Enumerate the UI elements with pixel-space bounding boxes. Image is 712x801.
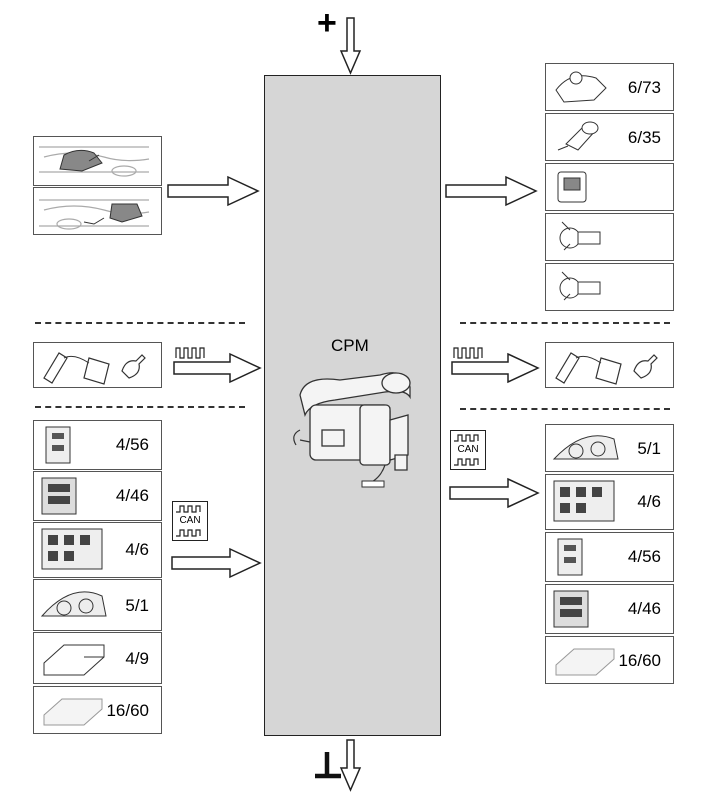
can-label: CAN [179,515,201,526]
temperature-sensor-icon [43,352,146,385]
cpm-block [264,75,441,736]
control-module-icon [41,477,77,515]
module-label: 4/6 [125,540,149,559]
separator-left-2 [35,406,245,408]
module-label: 5/1 [637,439,661,458]
output-arrow-icon [445,175,538,207]
plus-symbol: + [317,4,337,42]
right-output-5 [545,263,674,311]
right-output-3 [545,163,674,211]
pwm-input-arrow-icon [173,352,262,384]
can-output-arrow-icon [449,477,540,509]
control-module-icon [553,590,589,628]
pwm-signal-icon [453,347,483,359]
can-label: CAN [457,444,479,455]
right-output-1: 6/73 [545,63,674,111]
pump-icon [557,171,587,203]
output-label: 6/35 [627,128,661,147]
can-signal-icon [176,505,201,537]
ground-out-arrow-icon [339,739,362,792]
left-can-module-3: 4/6 [33,522,162,578]
valve-icon [557,121,599,151]
temperature-sensor-icon [555,352,658,385]
cpm-label: CPM [331,336,369,355]
right-can-module-3: 4/56 [545,532,674,582]
separator-right-1 [460,322,670,324]
left-pwm-sensor-box [33,342,162,388]
left-can-module-5: 4/9 [33,632,162,684]
module-label: 4/46 [627,599,661,618]
right-output-2: 6/35 [545,113,674,161]
right-can-module-5: 16/60 [545,636,674,684]
control-module-icon [45,426,71,464]
module-label: 16/60 [106,701,149,720]
control-module-icon [43,644,105,676]
right-output-4 [545,213,674,261]
pwm-output-arrow-icon [451,352,540,384]
power-in-arrow-icon [339,17,362,75]
module-label: 4/6 [637,492,661,511]
module-label: 4/56 [627,547,661,566]
glow-plug-icon [559,221,601,251]
instrument-cluster-icon [40,591,107,617]
left-can-module-1: 4/56 [33,420,162,470]
input-arrow-icon [167,175,260,207]
valve-icon [555,71,607,103]
right-can-module-1: 5/1 [545,424,674,472]
module-label: 4/46 [115,486,149,505]
ground-symbol-icon [315,752,341,779]
separator-left-1 [35,322,245,324]
control-module-icon [557,538,583,576]
left-sensor-box-2 [33,187,162,235]
can-bus-badge-left: CAN [172,501,208,541]
glow-plug-icon [559,271,601,301]
can-bus-badge-right: CAN [450,430,486,470]
module-label: 5/1 [125,596,149,615]
control-module-icon [555,648,615,676]
pedal-sensor-icon [39,199,150,230]
left-can-module-2: 4/46 [33,471,162,521]
control-module-icon [41,528,103,570]
control-module-icon [43,698,103,726]
right-can-module-2: 4/6 [545,474,674,530]
right-can-module-4: 4/46 [545,584,674,634]
left-can-module-6: 16/60 [33,686,162,734]
left-can-module-4: 5/1 [33,579,162,631]
right-pwm-sensor-box [545,342,674,388]
module-label: 4/56 [115,435,149,454]
instrument-cluster-icon [552,435,619,460]
module-label: 16/60 [618,651,661,670]
pwm-signal-icon [175,347,205,359]
can-input-arrow-icon [171,547,262,579]
pedal-sensor-icon [39,146,150,177]
left-sensor-box-1 [33,136,162,186]
separator-right-2 [460,408,670,410]
module-label: 4/9 [125,649,149,668]
output-label: 6/73 [627,78,661,97]
can-signal-icon [454,434,479,466]
control-module-icon [553,480,615,522]
